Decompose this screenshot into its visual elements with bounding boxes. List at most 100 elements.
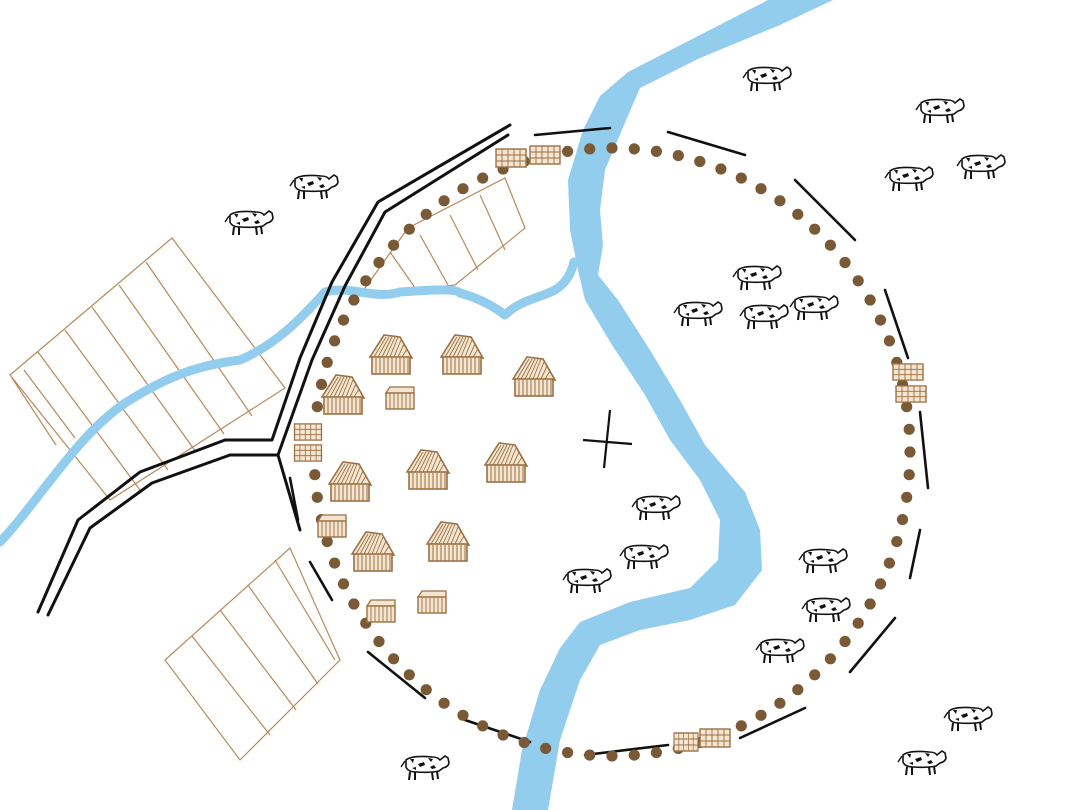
palisade-post — [403, 223, 415, 235]
gate-north-1 — [495, 148, 527, 168]
cow-icon — [755, 638, 805, 664]
palisade-post — [373, 635, 385, 648]
palisade-post — [883, 557, 896, 569]
palisade-post — [715, 163, 727, 175]
cow-icon — [943, 706, 993, 732]
cow-icon — [400, 755, 450, 781]
palisade-post — [321, 536, 333, 548]
palisade-post — [891, 536, 903, 548]
palisade-post — [420, 208, 432, 220]
field-southwest — [164, 547, 341, 761]
palisade-post — [852, 617, 864, 629]
palisade-post — [584, 749, 596, 761]
palisade-post — [824, 239, 837, 251]
palisade-post — [584, 143, 596, 155]
palisade-post — [864, 598, 876, 610]
palisade-post — [809, 223, 821, 235]
palisade-post — [904, 446, 916, 458]
palisade-post — [540, 742, 552, 755]
cow-icon — [739, 304, 789, 330]
palisade-post — [755, 709, 767, 721]
palisade-post — [672, 150, 684, 162]
palisade-post — [792, 208, 804, 220]
palisade-post — [901, 491, 913, 503]
palisade-post — [650, 145, 663, 157]
palisade-post — [874, 578, 887, 590]
field-west — [9, 237, 286, 501]
palisade-post — [650, 747, 663, 759]
earthwork-bank — [288, 126, 930, 757]
palisade-post — [329, 557, 341, 569]
palisade-post — [792, 684, 804, 696]
palisade-post — [311, 491, 323, 503]
cow-icon — [915, 98, 965, 124]
palisade-post — [901, 401, 913, 413]
house — [369, 334, 413, 375]
palisade-post — [311, 401, 323, 413]
gate-west-1 — [293, 423, 323, 441]
grazing-cows — [224, 66, 1006, 781]
palisade-post — [824, 653, 837, 665]
palisade-post — [839, 635, 851, 648]
cow-icon — [619, 544, 669, 570]
cow-icon — [732, 265, 782, 291]
house — [351, 531, 395, 572]
palisade-post — [360, 275, 372, 287]
palisade-post — [477, 720, 489, 732]
palisade-post — [903, 423, 915, 435]
palisade-post — [315, 378, 328, 390]
palisade-post — [896, 514, 909, 526]
cow-icon — [562, 568, 612, 594]
cow-icon — [224, 210, 274, 236]
palisade-post — [606, 750, 618, 762]
gate-north-2 — [529, 145, 561, 165]
palisade-post — [348, 598, 360, 610]
palisade-post — [457, 709, 469, 721]
gate-east-2 — [895, 385, 927, 403]
cow-icon — [801, 597, 851, 623]
palisade-post — [438, 697, 450, 709]
plowed-fields — [9, 177, 526, 761]
cow-icon — [798, 548, 848, 574]
palisade-post — [883, 335, 896, 347]
cow-icon — [631, 495, 681, 521]
palisade-post — [420, 684, 432, 696]
palisade-post — [755, 183, 767, 195]
palisade-post — [874, 314, 887, 326]
thatched-houses — [321, 334, 556, 572]
cow-icon — [673, 301, 723, 327]
palisade-post — [348, 294, 360, 306]
cow-icon — [742, 66, 792, 92]
main-river — [512, 0, 833, 810]
house — [406, 449, 450, 490]
palisade-post — [329, 335, 341, 347]
house — [440, 334, 484, 375]
house — [426, 521, 470, 562]
palisade-post — [852, 275, 864, 287]
cow-icon — [289, 174, 339, 200]
cow-icon — [789, 295, 839, 321]
palisade-post — [373, 256, 385, 269]
cross-mark — [582, 409, 633, 469]
storehouse — [417, 590, 447, 614]
palisade-post — [497, 729, 509, 741]
palisade-post — [337, 578, 350, 590]
gate-west-2 — [293, 444, 323, 462]
palisade-post — [388, 653, 400, 665]
palisade-post — [864, 294, 876, 306]
gate-east-1 — [892, 363, 924, 381]
palisade-post — [438, 195, 450, 207]
cow-icon — [897, 750, 947, 776]
gate-south-2 — [699, 728, 731, 748]
palisade-post — [562, 145, 574, 157]
dotted-palisade-ring — [308, 142, 916, 762]
house — [484, 442, 528, 483]
house — [321, 374, 365, 415]
house — [512, 356, 556, 397]
cow-icon — [956, 154, 1006, 180]
small-storehouses — [317, 386, 447, 623]
palisade-post — [321, 356, 333, 368]
palisade-post — [562, 747, 574, 759]
